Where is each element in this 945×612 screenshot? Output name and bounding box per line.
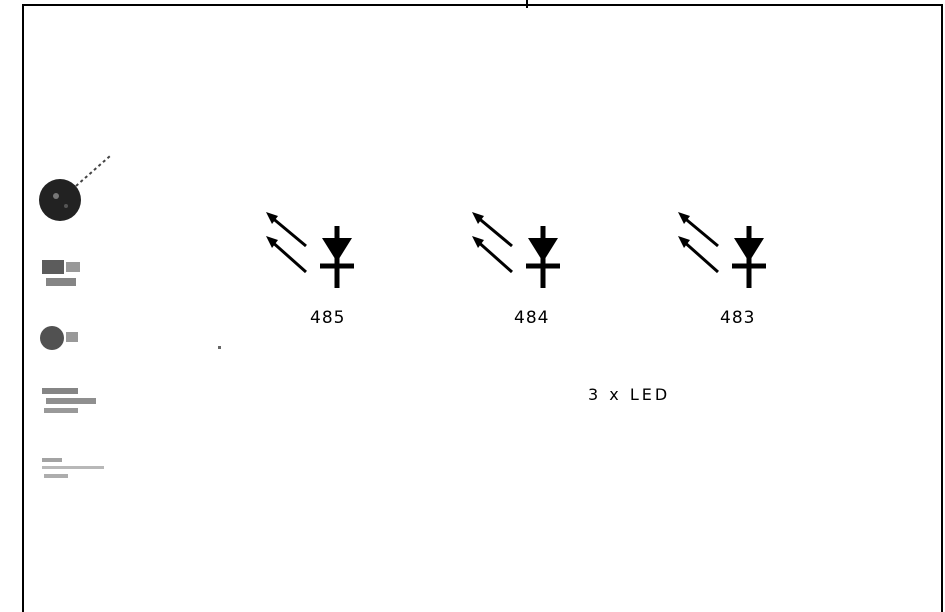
led-label: 485: [310, 308, 346, 328]
led-symbol: [262, 210, 372, 290]
led-label: 483: [720, 308, 756, 328]
diagram-frame: [22, 4, 943, 612]
stray-dot: [218, 346, 221, 349]
side-icon-column: [36, 150, 116, 490]
frame-tick: [526, 0, 528, 8]
led-icon: [266, 212, 354, 288]
led-label: 484: [514, 308, 550, 328]
side-icons: [39, 155, 111, 478]
led-icon: [678, 212, 766, 288]
led-icon: [472, 212, 560, 288]
led-group-label: 3 x LED: [588, 385, 671, 404]
led-symbol: [468, 210, 578, 290]
led-symbol: [674, 210, 784, 290]
